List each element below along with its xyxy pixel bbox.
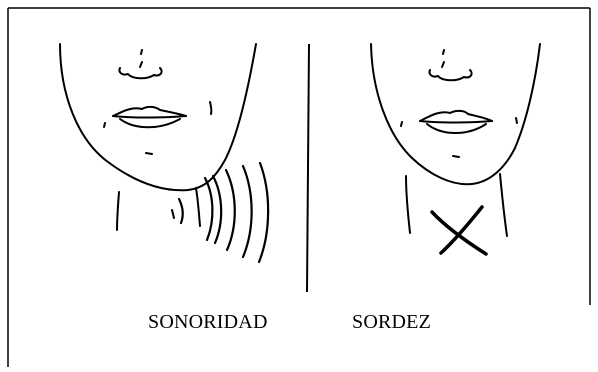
face-right-contour bbox=[371, 44, 540, 184]
face-right bbox=[371, 44, 540, 236]
label-sonoridad: SONORIDAD bbox=[148, 311, 268, 333]
x-mark-icon bbox=[432, 207, 486, 254]
face-right-nose bbox=[429, 50, 471, 80]
face-left-cheek-left bbox=[104, 123, 105, 127]
face-right-mouth bbox=[420, 121, 492, 123]
face-right-neck-right bbox=[500, 174, 507, 236]
face-left-lower-lip bbox=[120, 119, 180, 127]
face-left-neck-right bbox=[196, 188, 200, 226]
vibration-waves-icon bbox=[179, 163, 268, 262]
label-sordez: SORDEZ bbox=[352, 311, 431, 333]
face-left-mouth bbox=[113, 116, 186, 118]
face-right-neck-left bbox=[406, 176, 410, 233]
face-left-neck-left bbox=[117, 192, 119, 230]
face-left-contour bbox=[60, 44, 256, 190]
frame bbox=[8, 8, 590, 367]
face-left-upper-lip bbox=[113, 107, 186, 116]
panel-divider bbox=[307, 44, 309, 292]
face-left-throat-mark bbox=[172, 210, 174, 218]
face-right-upper-lip bbox=[420, 111, 492, 121]
face-left-nose bbox=[119, 50, 161, 78]
face-left-chin bbox=[146, 153, 152, 154]
face-right-cheek-right bbox=[516, 118, 517, 123]
face-right-cheek-left bbox=[401, 122, 402, 126]
face-right-lower-lip bbox=[427, 124, 486, 133]
face-left-cheek-right bbox=[210, 102, 211, 114]
face-right-chin bbox=[453, 156, 459, 157]
face-left bbox=[60, 44, 256, 230]
